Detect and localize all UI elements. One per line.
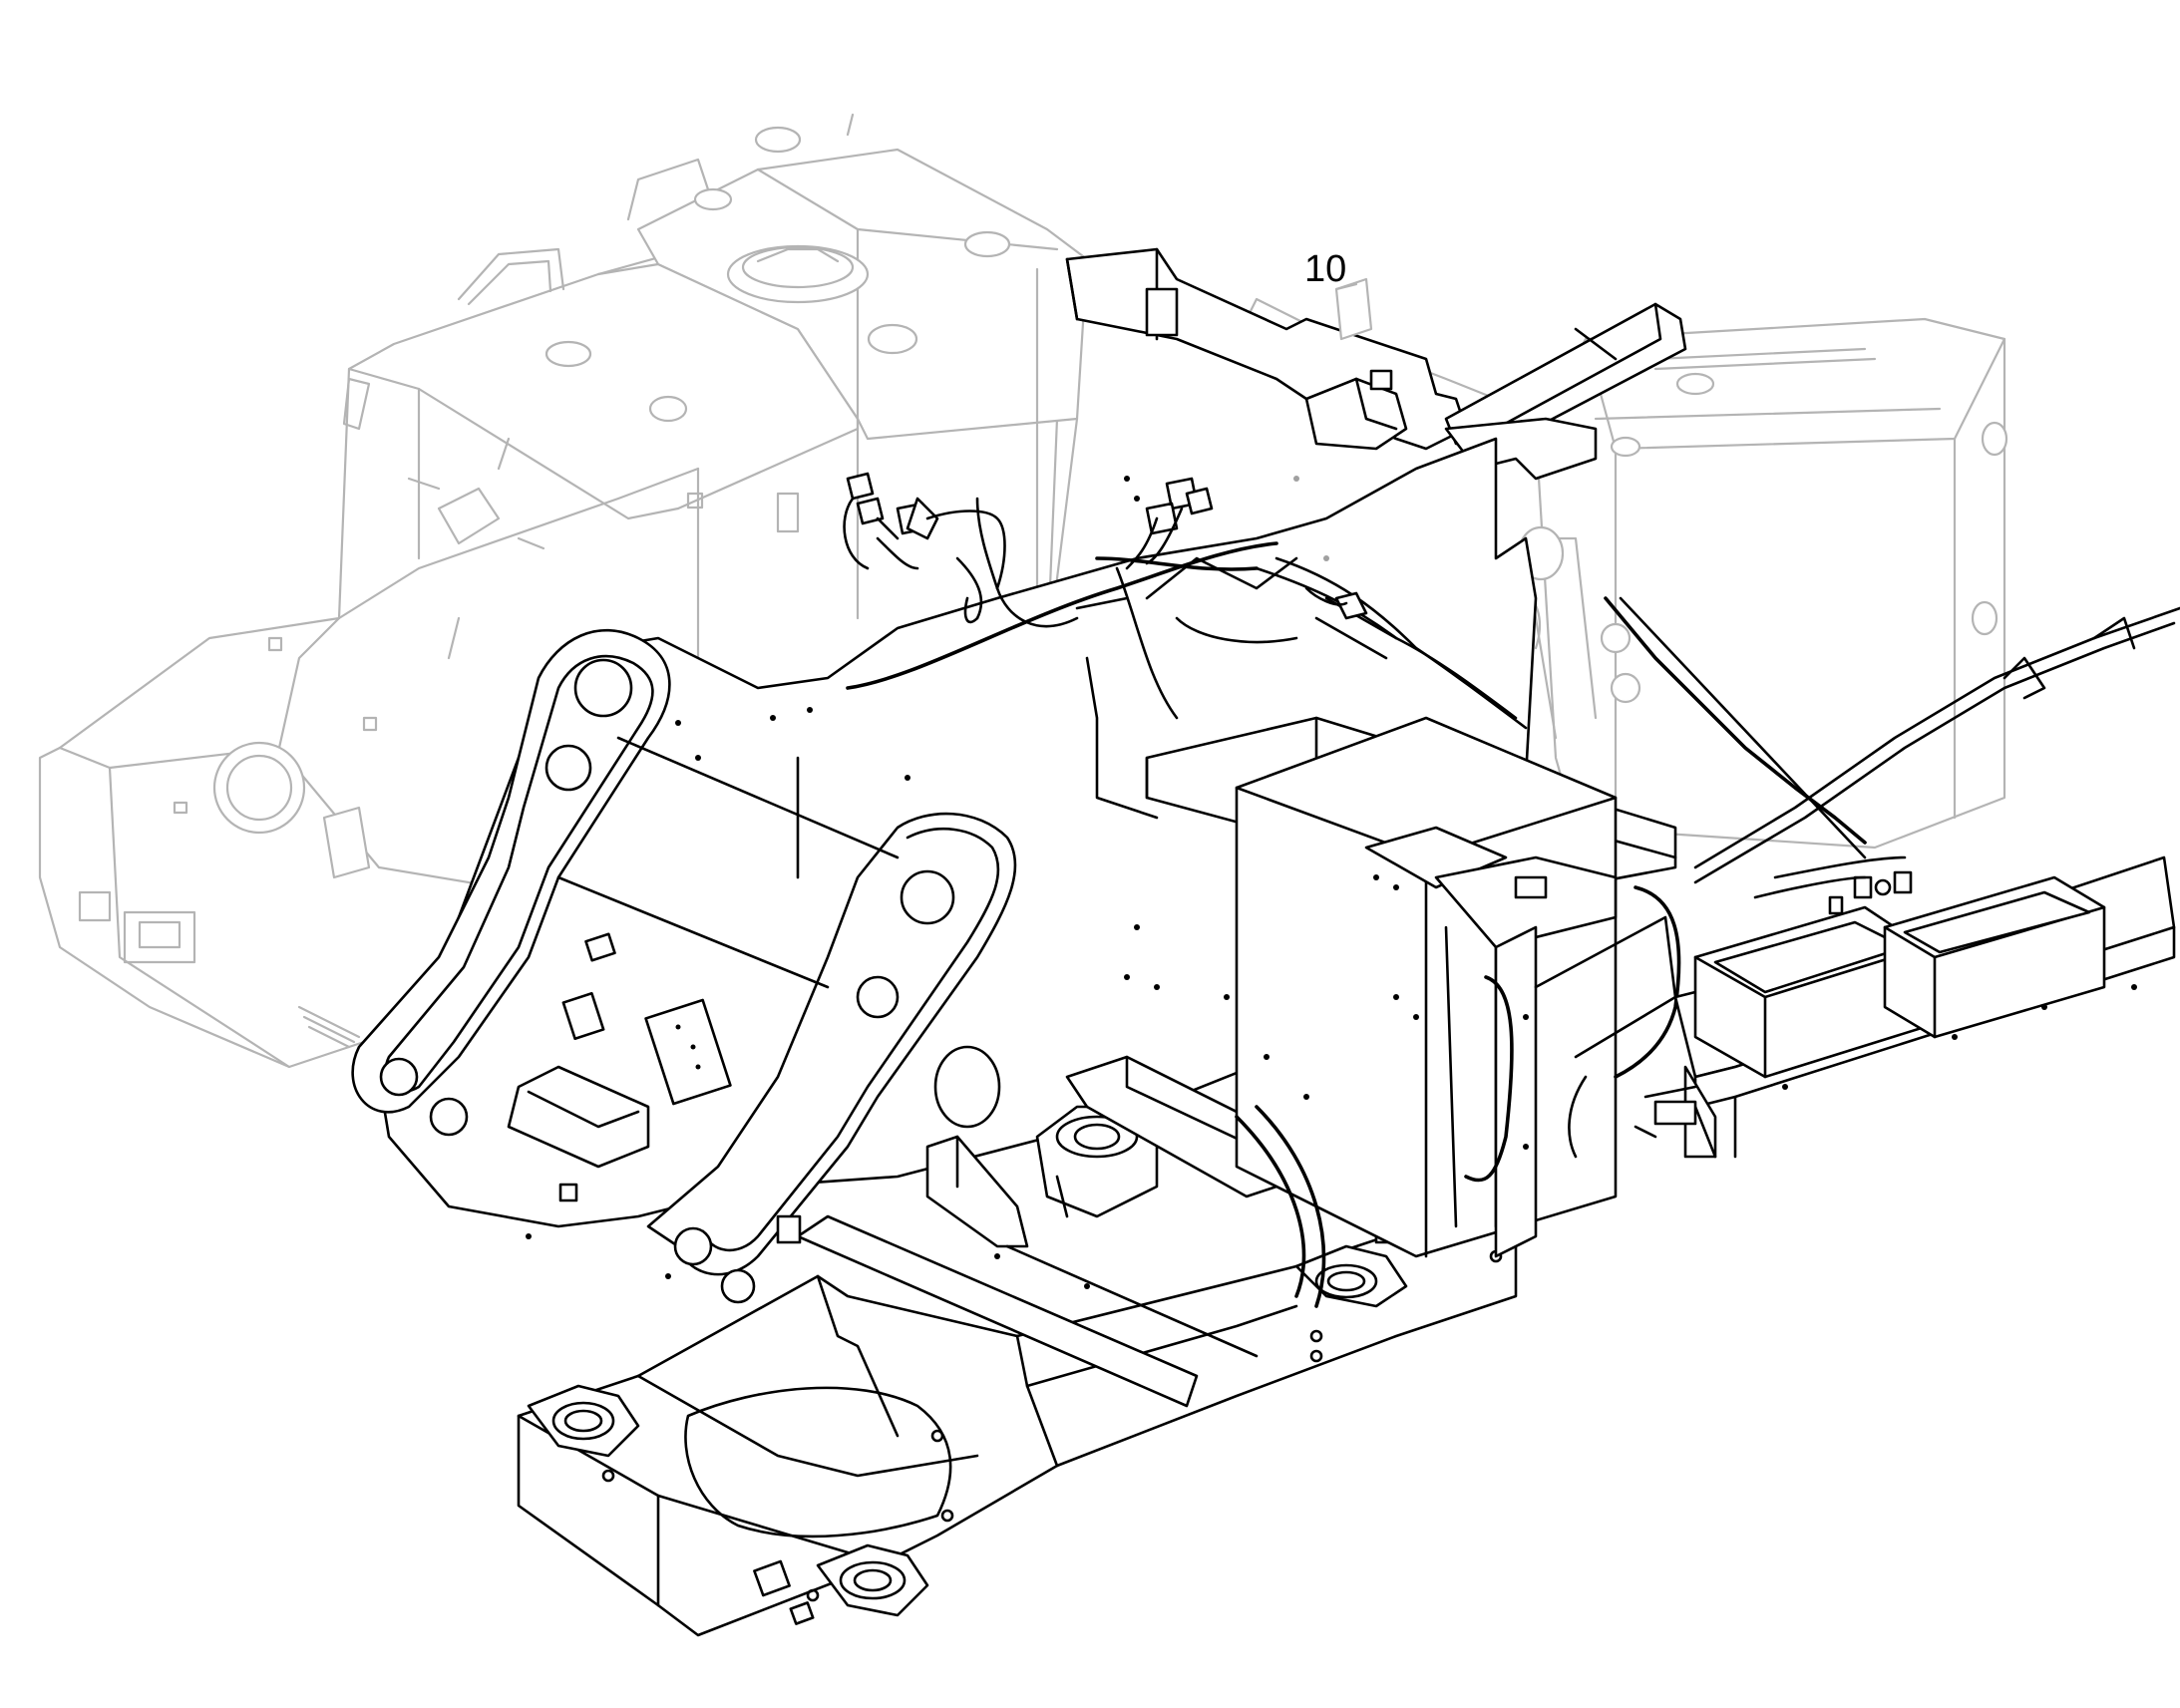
callout-10-marker: 10 <box>1304 248 1346 290</box>
battery-tray <box>1634 855 2176 1159</box>
frame-bolt-holes <box>526 476 1419 1289</box>
ghosted-engine-hood <box>38 113 1089 1069</box>
ghosted-sensor-bracket <box>1334 277 1373 341</box>
battery-support-box <box>1145 716 1681 1308</box>
wiring-harness <box>843 472 2180 899</box>
callout-10-text: 10 <box>1304 248 1346 290</box>
